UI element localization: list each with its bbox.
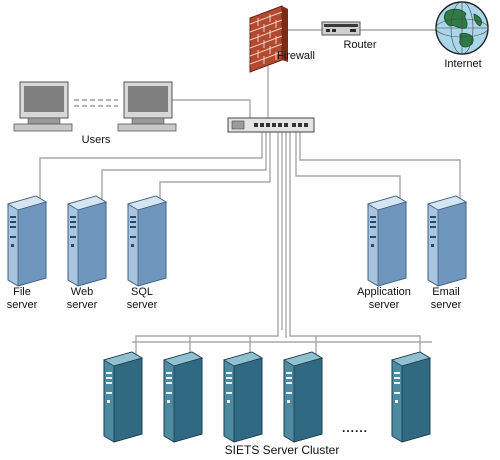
link-web-server xyxy=(101,132,267,200)
cluster-ellipsis: ...... xyxy=(342,421,369,435)
router-label: Router xyxy=(343,39,377,51)
cluster-server-icon xyxy=(283,351,323,443)
network-switch-icon xyxy=(227,117,315,133)
server-label-line2: server xyxy=(430,299,462,311)
cluster-server-icon xyxy=(103,351,143,443)
application-server-label: Application server xyxy=(349,286,419,312)
server-label-line1: Application xyxy=(357,286,411,298)
cluster-label: SIETS Server Cluster xyxy=(224,443,340,457)
users-dashed-connector xyxy=(74,99,118,107)
user-computer-right xyxy=(117,81,177,132)
user-computer-left xyxy=(13,81,73,132)
server-label-line2: server xyxy=(66,299,98,311)
server-label-line2: server xyxy=(6,299,38,311)
server-label-line1: Web xyxy=(70,286,94,298)
link-sql-server xyxy=(159,132,271,200)
file-server-icon xyxy=(7,195,47,287)
server-label-line2: server xyxy=(368,299,400,311)
link-email-server xyxy=(299,132,461,200)
sql-server-icon xyxy=(127,195,167,287)
router-icon xyxy=(321,21,361,36)
firewall-icon xyxy=(249,5,288,73)
link-application-server xyxy=(295,132,401,200)
cluster-server-icon xyxy=(163,351,203,443)
globe-icon xyxy=(435,1,489,55)
cluster-server-icon xyxy=(391,351,431,443)
server-label-line2: server xyxy=(126,299,158,311)
web-server-icon xyxy=(67,195,107,287)
internet-label: Internet xyxy=(444,58,482,70)
link-users-switch xyxy=(172,99,251,118)
email-server-icon xyxy=(427,195,467,287)
file-server-label: File server xyxy=(0,286,47,312)
server-label-line1: SQL xyxy=(130,286,153,298)
server-label-line1: Email xyxy=(432,286,460,298)
email-server-label: Email server xyxy=(421,286,471,312)
firewall-label: Firewall xyxy=(277,50,315,62)
cluster-server-icon xyxy=(223,351,263,443)
server-label-line1: File xyxy=(13,286,31,298)
web-server-label: Web server xyxy=(57,286,107,312)
users-label: Users xyxy=(81,134,111,146)
application-server-icon xyxy=(367,195,407,287)
sql-server-label: SQL server xyxy=(117,286,167,312)
link-file-server xyxy=(39,132,263,200)
